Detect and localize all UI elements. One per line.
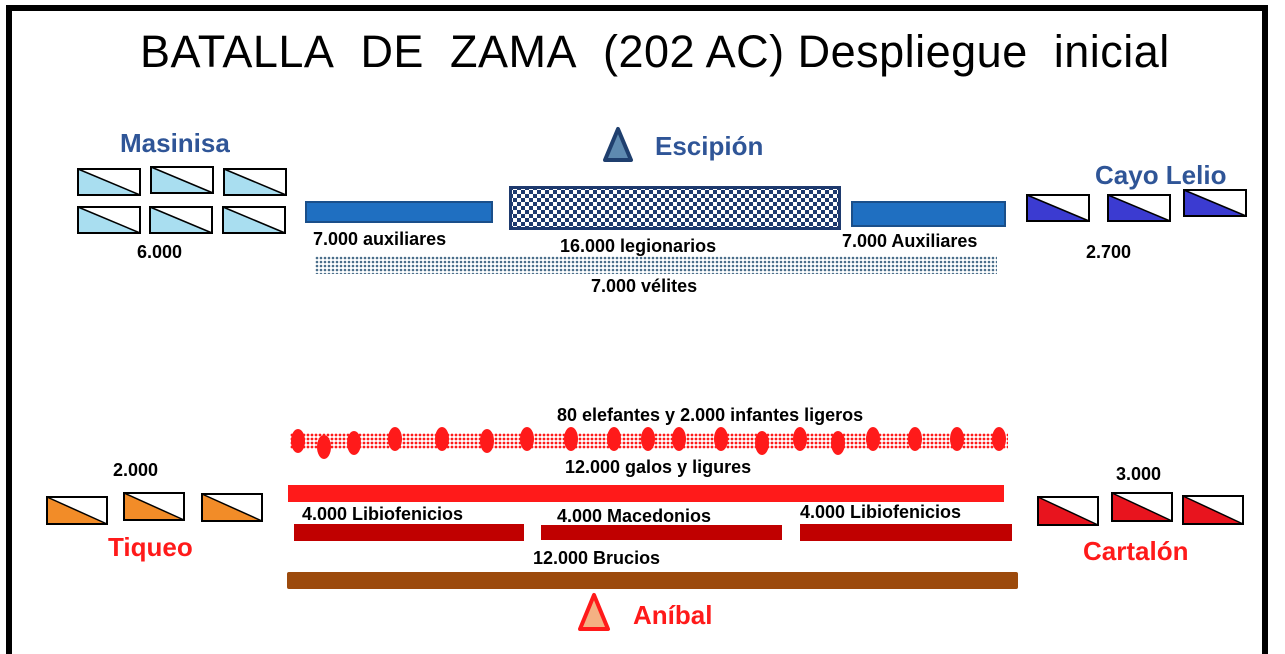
gauls-bar xyxy=(288,485,1004,502)
page-title: BATALLA DE ZAMA (202 AC) Despliegue inic… xyxy=(140,26,1220,78)
gauls-label: 12.000 galos y ligures xyxy=(565,457,752,477)
cartalon-cavalry-unit xyxy=(1111,492,1173,522)
elephant-mark xyxy=(317,435,331,459)
elephant-mark xyxy=(831,431,845,455)
lelio-label: Cayo Lelio xyxy=(1095,160,1227,190)
title-word: (202 AC) Despliegue xyxy=(603,26,1028,77)
escipion-triangle-icon xyxy=(603,127,633,162)
elephant-mark xyxy=(908,427,922,451)
elephant-mark xyxy=(607,427,621,451)
legionaries-block xyxy=(509,186,841,230)
diagram-frame xyxy=(6,5,1268,654)
elephant-mark xyxy=(755,431,769,455)
anibal-triangle-icon xyxy=(578,593,610,631)
cartalon-label: Cartalón xyxy=(1083,536,1189,566)
elephants-line xyxy=(290,427,1008,459)
masinisa-count: 6.000 xyxy=(137,242,183,262)
elephant-mark xyxy=(480,429,494,453)
elephant-mark xyxy=(866,427,880,451)
left-auxiliaries-bar xyxy=(305,201,493,223)
tiqueo-cavalry-unit xyxy=(46,496,108,525)
velites-line xyxy=(315,256,997,274)
elephant-mark xyxy=(992,427,1006,451)
cartalon-cavalry-unit xyxy=(1182,495,1244,525)
macedonians-label: 4.000 Macedonios xyxy=(557,506,712,526)
velites-label: 7.000 vélites xyxy=(591,276,698,296)
tiqueo-count: 2.000 xyxy=(113,460,159,480)
elephant-mark xyxy=(347,431,361,455)
title-word: DE xyxy=(360,26,424,77)
libyphoenicians-left-bar xyxy=(294,524,524,541)
masinisa-cavalry-unit xyxy=(77,168,141,196)
title-word: ZAMA xyxy=(449,26,577,77)
cartalon-count: 3.000 xyxy=(1116,464,1162,484)
elephant-mark xyxy=(388,427,402,451)
anibal-label: Aníbal xyxy=(633,600,713,630)
lelio-cavalry-unit xyxy=(1026,194,1090,222)
libyphoenicians-right-bar xyxy=(800,524,1012,541)
lelio-cavalry-unit xyxy=(1183,189,1247,217)
escipion-label: Escipión xyxy=(655,131,764,161)
elephant-mark xyxy=(435,427,449,451)
elephants-label: 80 elefantes y 2.000 infantes ligeros xyxy=(557,405,864,425)
elephant-mark xyxy=(672,427,686,451)
bruttians-bar xyxy=(287,572,1018,589)
elephant-mark xyxy=(520,427,534,451)
masinisa-cavalry-unit xyxy=(150,166,214,194)
right-auxiliaries-bar xyxy=(851,201,1006,227)
lelio-count: 2.700 xyxy=(1086,242,1132,262)
elephant-mark xyxy=(793,427,807,451)
masinisa-label: Masinisa xyxy=(120,128,230,158)
title-word: inicial xyxy=(1053,26,1170,77)
masinisa-cavalry-unit xyxy=(149,206,213,234)
elephant-mark xyxy=(950,427,964,451)
lelio-cavalry-unit xyxy=(1107,194,1171,222)
tiqueo-cavalry-unit xyxy=(201,493,263,522)
left-auxiliaries-label: 7.000 auxiliares xyxy=(313,229,447,249)
macedonians-bar xyxy=(541,525,782,540)
libyphoenicians-right-label: 4.000 Libiofenicios xyxy=(800,502,962,522)
elephant-mark xyxy=(714,427,728,451)
masinisa-cavalry-unit xyxy=(223,168,287,196)
right-auxiliaries-label: 7.000 Auxiliares xyxy=(842,231,978,251)
masinisa-cavalry-unit xyxy=(77,206,141,234)
tiqueo-cavalry-unit xyxy=(123,492,185,521)
legionaries-label: 16.000 legionarios xyxy=(560,236,717,256)
tiqueo-label: Tiqueo xyxy=(108,532,193,562)
bruttians-label: 12.000 Brucios xyxy=(533,548,661,568)
elephant-mark xyxy=(291,429,305,453)
title-word: BATALLA xyxy=(140,26,335,77)
elephant-mark xyxy=(641,427,655,451)
elephant-mark xyxy=(564,427,578,451)
libyphoenicians-left-label: 4.000 Libiofenicios xyxy=(302,504,464,524)
masinisa-cavalry-unit xyxy=(222,206,286,234)
cartalon-cavalry-unit xyxy=(1037,496,1099,526)
